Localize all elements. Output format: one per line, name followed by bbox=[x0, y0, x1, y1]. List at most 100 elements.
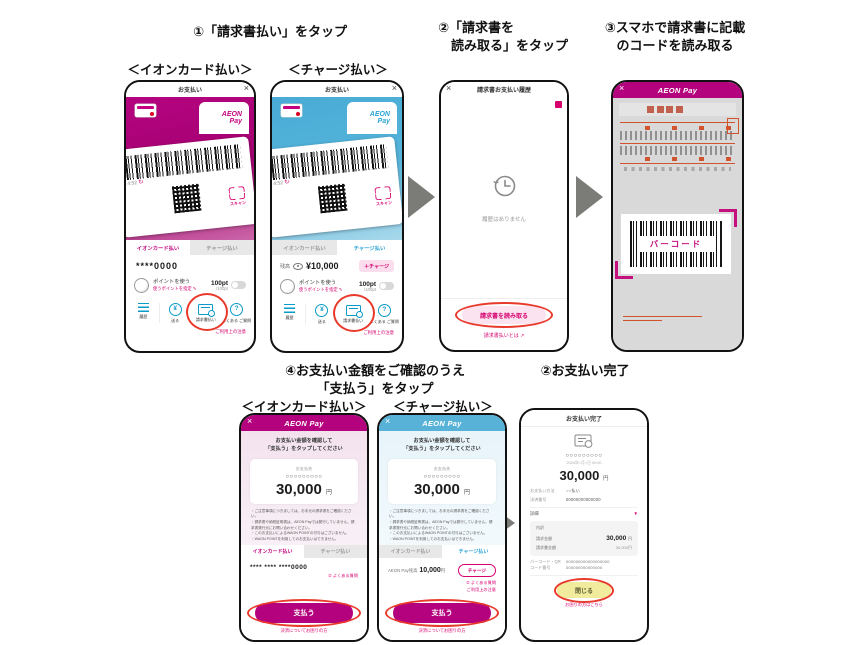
amount-unit: 円 bbox=[602, 475, 609, 482]
payment-code-card: 4:52 ↻ スキャン bbox=[126, 136, 254, 238]
refresh-icon[interactable]: ↻ bbox=[284, 179, 290, 186]
empty-state: 履歴はありません bbox=[441, 170, 567, 223]
chevron-down-icon: ▼ bbox=[633, 511, 638, 516]
eye-icon[interactable] bbox=[293, 262, 304, 270]
card-number: ****0000 bbox=[126, 255, 254, 273]
tab-aeon-card[interactable]: イオンカード払い bbox=[126, 240, 190, 255]
payment-help-link[interactable]: 決済についてお困りの方 bbox=[418, 628, 466, 633]
phone-pay-aeon-card: お支払い × AEON Pay 4:52 ↻ スキャ bbox=[124, 80, 256, 353]
help-link[interactable]: お困りの方はこちら bbox=[565, 602, 603, 608]
balance-row: 残高 ¥10,000 ＋チャージ bbox=[272, 255, 402, 274]
pay-button[interactable]: 支払う bbox=[393, 603, 491, 623]
aeon-card-thumbnail-icon bbox=[281, 104, 302, 117]
menu-send[interactable]: ¥ 送る bbox=[158, 303, 191, 324]
payee-label: お支払先 bbox=[433, 465, 451, 471]
charge-button[interactable]: チャージ bbox=[457, 564, 496, 578]
confirm-header: × AEON Pay bbox=[379, 415, 505, 431]
scan-button[interactable]: スキャン bbox=[228, 185, 246, 208]
bill-line bbox=[623, 320, 662, 321]
scan-icon bbox=[374, 185, 392, 201]
wallet-zone: AEON Pay 4:52 ↻ スキャン bbox=[272, 97, 402, 240]
about-bill-pay-link[interactable]: 請求書払いとは ↗ bbox=[483, 333, 525, 339]
label-aeon-card-1: ＜イオンカード払い＞ bbox=[127, 63, 253, 77]
charge-button[interactable]: ＋チャージ bbox=[359, 260, 394, 272]
payee-name: ○○○○○○○○○ bbox=[423, 473, 461, 480]
usage-notice-link[interactable]: ご利用上の注意 bbox=[126, 325, 254, 336]
points-toggle[interactable] bbox=[231, 281, 246, 290]
close-button-area: 閉じる bbox=[530, 575, 638, 604]
menu-faq[interactable]: ? よくある ご質問 bbox=[369, 304, 400, 324]
aeon-pay-logo: AEON Pay bbox=[657, 85, 698, 95]
faq-link[interactable]: ② よくある質問 bbox=[327, 573, 358, 579]
tab-aeon-card[interactable]: イオンカード払い bbox=[283, 245, 326, 252]
menu-bill-payment[interactable]: 請求書払い bbox=[338, 304, 369, 323]
step2-heading: ②「請求書を 読み取る」をタップ bbox=[438, 20, 569, 54]
close-icon[interactable]: × bbox=[619, 83, 625, 93]
close-button[interactable]: 閉じる bbox=[556, 582, 611, 599]
phone-confirm-aeon-card: × AEON Pay お支払い金額を確認して 「支払う」をタップしてください お… bbox=[239, 413, 369, 642]
tab-charge[interactable]: チャージ払い bbox=[442, 545, 505, 559]
payment-method-tabs: イオンカード払い チャージ払い bbox=[379, 545, 505, 559]
phone-scan-bill: × AEON Pay バーコード bbox=[611, 80, 744, 352]
balance-label: AEON Pay残高 bbox=[388, 567, 418, 573]
bill-barcode-area: バーコード bbox=[615, 209, 737, 279]
usage-notice-link[interactable]: ご利用上の注意 bbox=[466, 587, 496, 593]
wallet-menu: 履歴 ¥ 送る 請求書払い ? よくある ご質問 bbox=[126, 293, 254, 331]
points-max: /100pt bbox=[364, 286, 376, 292]
yen-send-icon: ¥ bbox=[168, 303, 182, 316]
close-icon[interactable]: × bbox=[446, 83, 452, 93]
label-charge-2: ＜チャージ払い＞ bbox=[393, 400, 493, 414]
breakdown-box: 内訳 請求金額 30,000 円 請求書金額 30,000円 bbox=[530, 521, 638, 556]
label-aeon-card-2: ＜イオンカード払い＞ bbox=[241, 400, 367, 414]
menu-send[interactable]: ¥ 送る bbox=[305, 304, 337, 325]
faq-link[interactable]: ② よくある質問 bbox=[465, 580, 496, 586]
question-icon: ? bbox=[230, 303, 244, 316]
points-toggle[interactable] bbox=[379, 282, 394, 291]
bill-line bbox=[623, 316, 702, 317]
bill-stamp-box bbox=[727, 118, 739, 134]
detail-toggle[interactable]: 詳細 ▼ bbox=[530, 506, 638, 520]
menu-history[interactable]: 履歴 bbox=[128, 303, 159, 319]
payment-help-link[interactable]: 決済についてお困りの方 bbox=[280, 628, 328, 633]
payment-method-tabs: イオンカード払い チャージ払い bbox=[241, 545, 367, 559]
tab-charge[interactable]: チャージ払い bbox=[320, 549, 351, 556]
read-bill-button[interactable]: 請求書を読み取る bbox=[461, 306, 546, 324]
tab-aeon-card[interactable]: イオンカード払い bbox=[241, 545, 304, 559]
menu-bill-payment[interactable]: 請求書払い bbox=[191, 303, 222, 322]
balance-value: ¥10,000 bbox=[306, 261, 339, 271]
card-number: **** **** ****0000 bbox=[250, 564, 308, 572]
list-icon[interactable] bbox=[555, 101, 562, 108]
amount-card: お支払先 ○○○○○○○○○ 30,000 円 bbox=[250, 458, 358, 504]
notes-list: ご注意事項につきましては、お手元の請求書をご確認ください。 請求書や納税証明書は… bbox=[251, 509, 357, 542]
usage-notice-link[interactable]: ご利用上の注意 bbox=[272, 326, 402, 337]
tab-aeon-card[interactable]: イオンカード払い bbox=[390, 549, 431, 556]
menu-history[interactable]: 履歴 bbox=[274, 304, 305, 320]
aeon-pay-logo: AEON Pay bbox=[199, 102, 249, 134]
scan-button[interactable]: スキャン bbox=[374, 185, 392, 208]
points-edit-link[interactable]: 使うポイントを指定 ✎ bbox=[299, 287, 343, 293]
method-row: お支払い方法 ○○払い bbox=[530, 487, 580, 493]
scan-header: × AEON Pay bbox=[613, 82, 742, 98]
points-value: 100pt bbox=[211, 279, 228, 287]
payee-label: お支払先 bbox=[295, 465, 313, 471]
menu-faq[interactable]: ? よくある ご質問 bbox=[221, 303, 252, 323]
close-icon[interactable]: × bbox=[391, 83, 397, 93]
close-icon[interactable]: × bbox=[385, 416, 391, 426]
label-charge-1: ＜チャージ払い＞ bbox=[288, 63, 388, 77]
tab-charge[interactable]: チャージ払い bbox=[337, 240, 402, 255]
tab-charge[interactable]: チャージ払い bbox=[206, 245, 238, 252]
balance-row: AEON Pay残高 10,000 円 チャージ bbox=[379, 558, 505, 578]
close-icon[interactable]: × bbox=[243, 83, 249, 93]
refresh-icon[interactable]: ↻ bbox=[138, 179, 144, 186]
pay-button[interactable]: 支払う bbox=[255, 603, 353, 623]
phone-payment-complete: お支払い完了 ○○○○○○○○○ 2024年○月○日 00:00 30,000 … bbox=[519, 408, 649, 642]
step1-heading: ①「請求書払い」をタップ bbox=[192, 24, 347, 39]
step4-heading: ④お支払い金額をご確認のうえ 「支払う」をタップ bbox=[284, 363, 465, 397]
confirm-instruction: お支払い金額を確認して 「支払う」をタップしてください bbox=[403, 438, 481, 453]
breakdown-title: 内訳 bbox=[536, 525, 544, 530]
close-icon[interactable]: × bbox=[247, 416, 253, 426]
aeon-pay-logo: AEON Pay bbox=[422, 418, 462, 428]
aeon-pay-logo: AEON Pay bbox=[284, 418, 324, 428]
history-icon bbox=[284, 304, 296, 313]
points-edit-link[interactable]: 使うポイントを指定 ✎ bbox=[153, 286, 197, 292]
